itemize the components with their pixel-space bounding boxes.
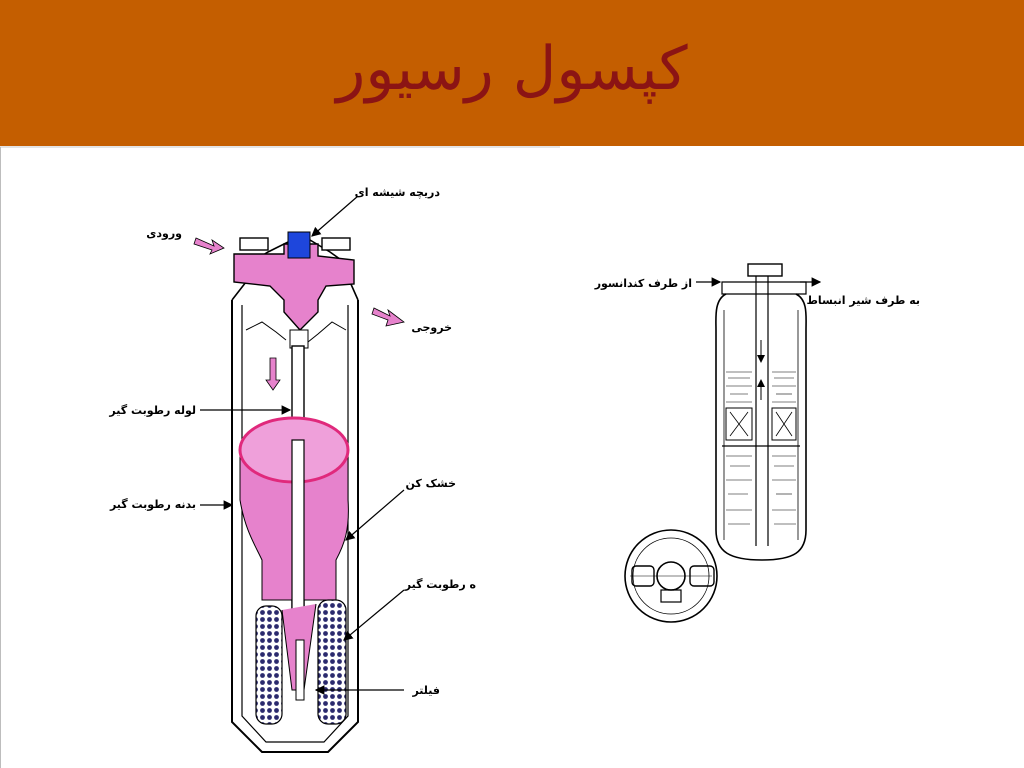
label-filter: فیلتر: [411, 684, 440, 697]
receiver-top-view: [624, 529, 718, 623]
diagram-canvas: دریچه شیشه ای ورودی خروجی لوله رطوبت گیر…: [0, 146, 920, 768]
outlet-flow-arrow: [371, 307, 405, 327]
label-pickup-tube: لوله رطوبت گیر: [108, 404, 196, 417]
receiver-drier-sectional: [715, 263, 807, 561]
label-drier-body: بدنه رطوبت گیر: [109, 498, 196, 511]
label-to-expansion-valve: به طرف شیر انبساط: [806, 294, 920, 307]
page-title: کپسول رسیور: [336, 34, 688, 104]
label-outlet: خروجی: [411, 321, 452, 334]
label-desiccant: ه رطوبت گیر: [404, 578, 476, 591]
receiver-drier-cutaway: [193, 231, 405, 753]
label-inlet: ورودی: [146, 227, 182, 240]
title-bar: [0, 0, 1024, 146]
shell-outline: [231, 300, 359, 753]
label-from-condenser: از طرف کندانسور: [594, 277, 692, 290]
desiccant-bag-right: [317, 599, 347, 725]
inlet-flow-arrow: [193, 237, 225, 255]
down-flow-arrow: [265, 357, 281, 391]
sight-glass-window: [287, 231, 311, 259]
desiccant-bag-left: [255, 605, 283, 725]
label-dryer: خشک کن: [405, 477, 456, 490]
label-sight-glass: دریچه شیشه ای: [355, 186, 441, 199]
